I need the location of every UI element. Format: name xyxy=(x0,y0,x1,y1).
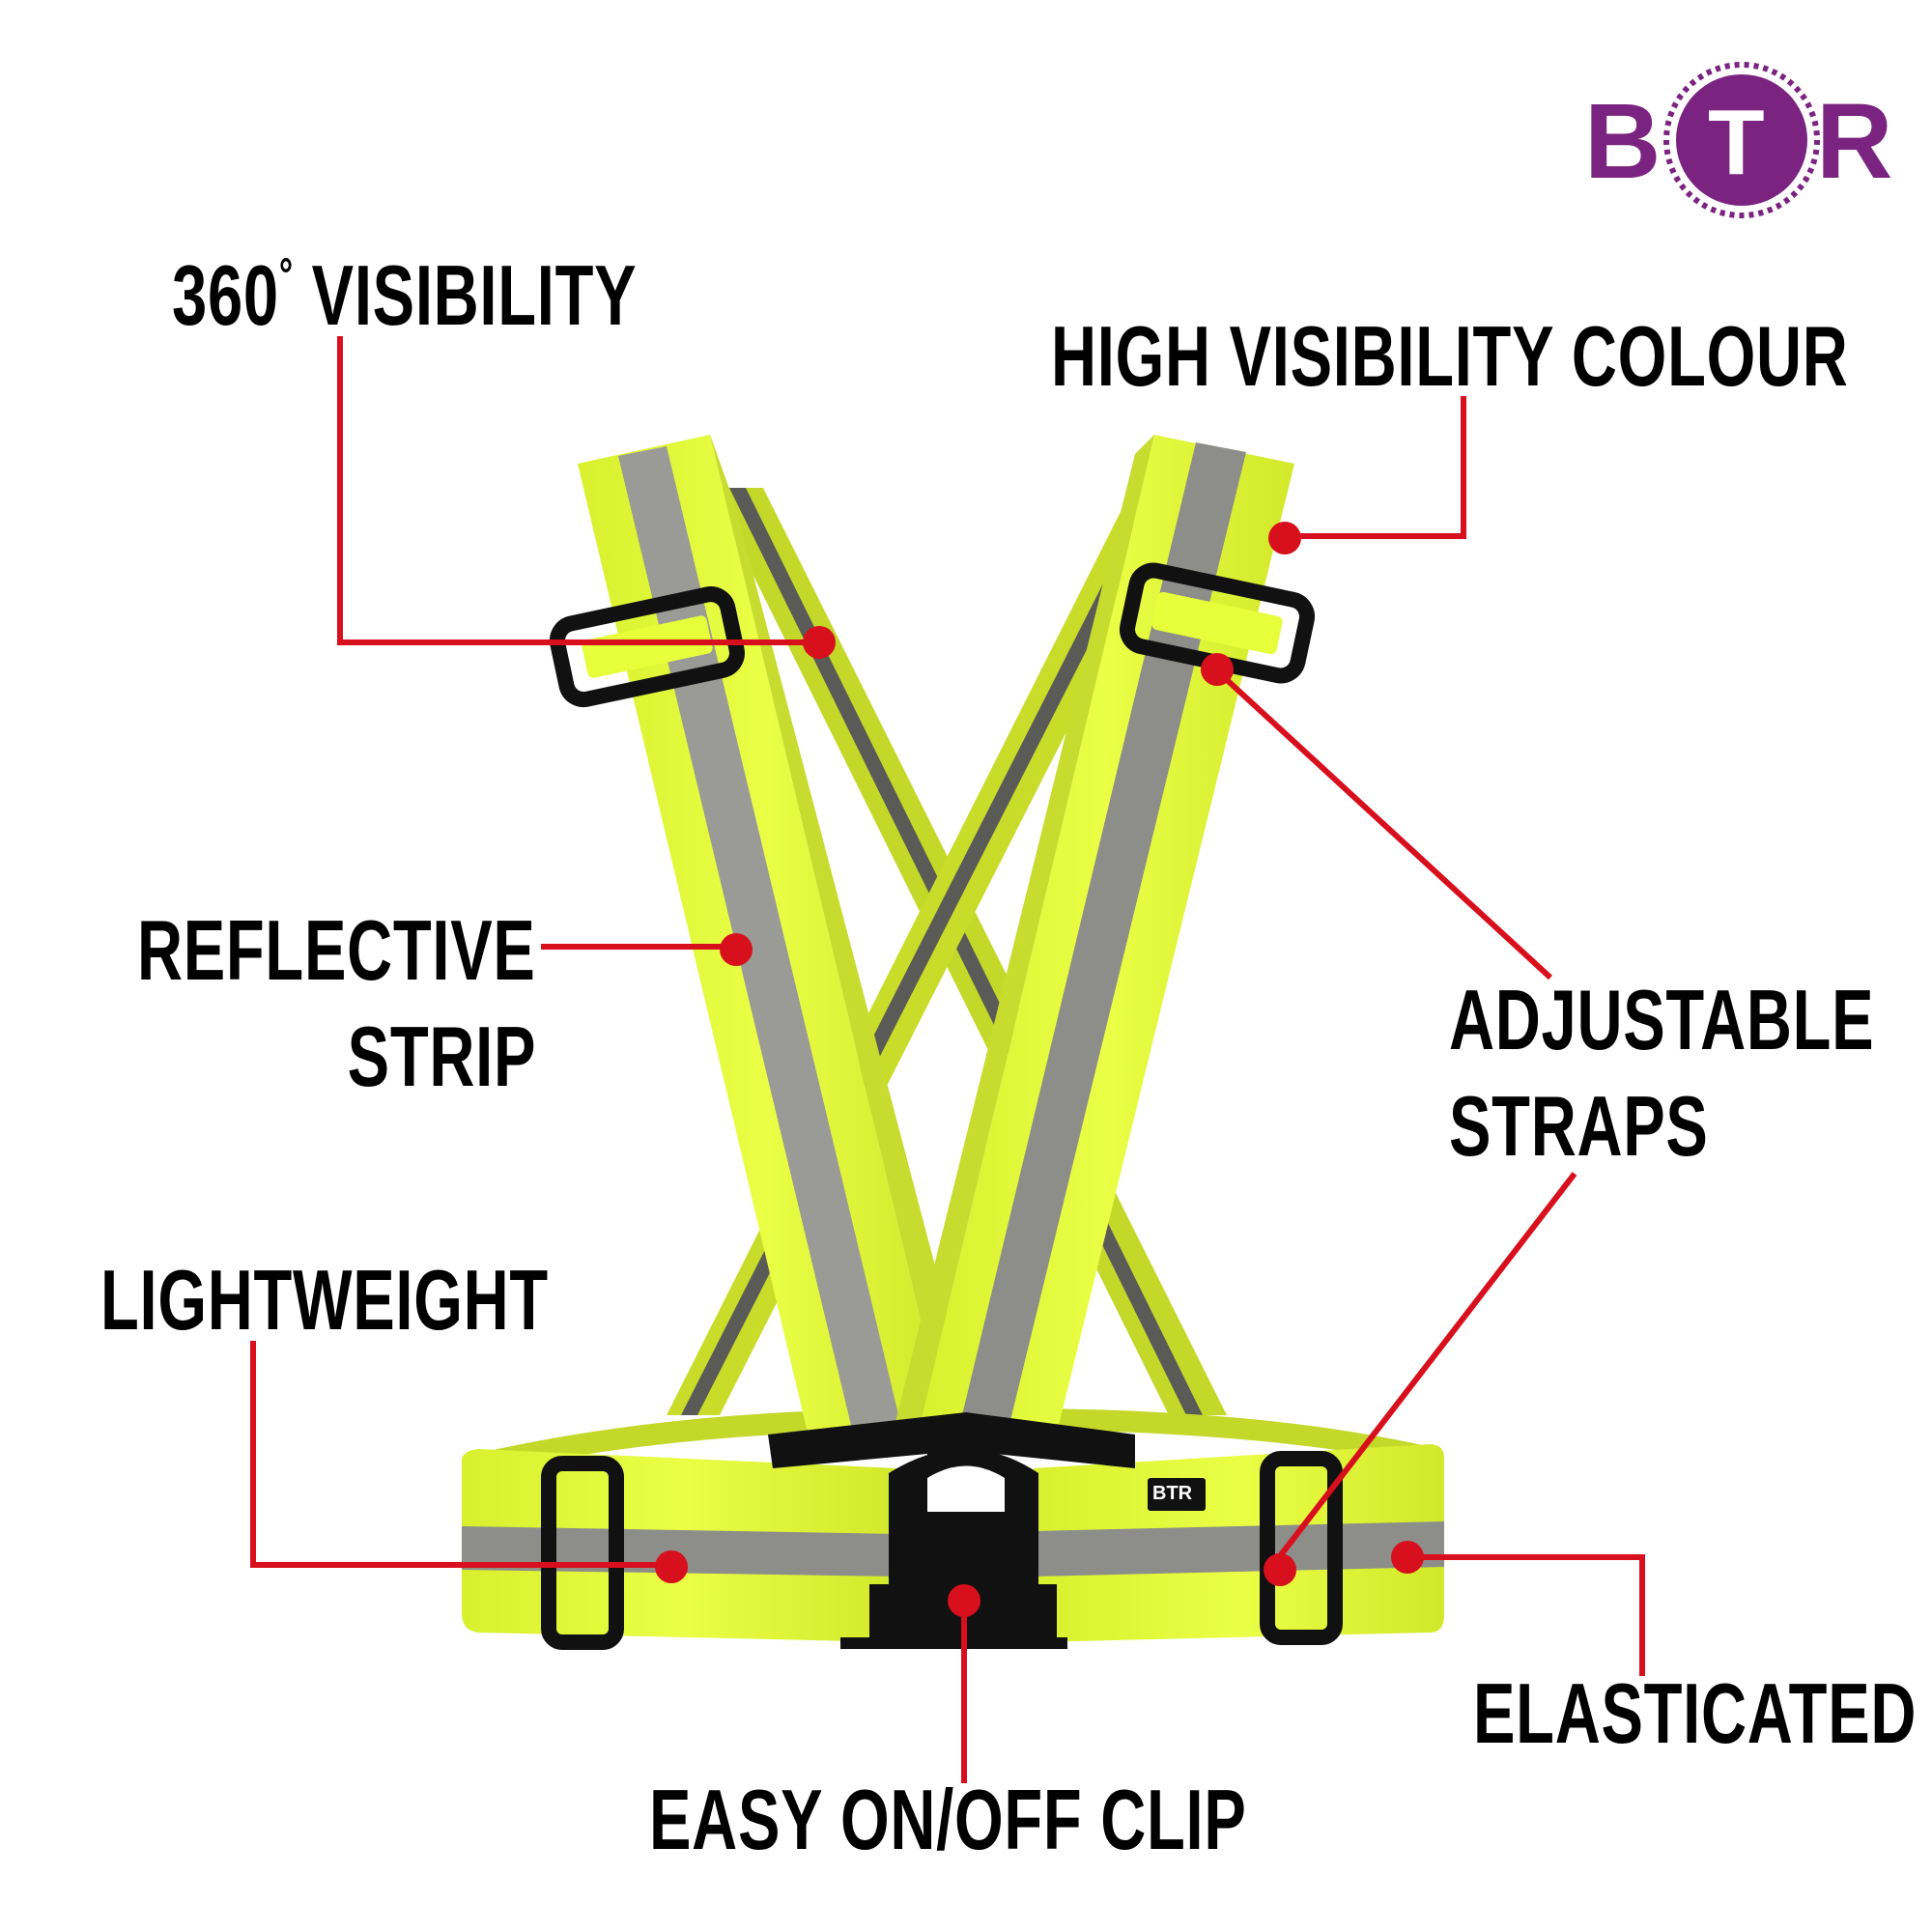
brand-logo-mark xyxy=(1663,62,1820,218)
callout-line-lightweight xyxy=(250,1341,671,1568)
callout-line-elasticated xyxy=(1406,1554,1645,1676)
brand-logo-letter-t: T xyxy=(1708,91,1765,194)
belt-back xyxy=(464,1407,1439,1478)
label-adjustable: ADJUSTABLE xyxy=(1449,972,1875,1067)
buckle-badge-text: BTR xyxy=(1152,1483,1193,1504)
callout-dot-clip xyxy=(948,1584,980,1617)
label-high-visibility-colour: HIGH VISIBILITY COLOUR xyxy=(1051,308,1849,404)
callout-dot-lightweight xyxy=(655,1550,688,1583)
callout-line-360 xyxy=(337,336,816,645)
callout-dot-elasticated xyxy=(1391,1541,1424,1574)
callout-dots xyxy=(655,522,1424,1617)
label-360-visibility: 360° VISIBILITY xyxy=(172,253,637,338)
label-easy-on-off-clip: EASY ON/OFF CLIP xyxy=(649,1772,1247,1867)
callout-lines xyxy=(250,336,1645,1783)
callout-dot-reflective xyxy=(720,933,753,966)
callout-dot-adjustable-bottom xyxy=(1264,1553,1296,1586)
callout-line-adjustable-bottom xyxy=(1270,1172,1577,1567)
belt-badge xyxy=(1148,1478,1206,1511)
label-reflective: REFLECTIVE xyxy=(137,902,536,998)
callout-dot-360 xyxy=(803,626,836,659)
brand-logo-letter-r: R xyxy=(1816,82,1893,201)
callout-dot-adjustable-top xyxy=(1201,653,1234,686)
label-360-rest: VISIBILITY xyxy=(293,247,638,343)
label-lightweight: LIGHTWEIGHT xyxy=(100,1252,549,1348)
left-shoulder-slider xyxy=(549,586,745,708)
callout-line-adjustable-top xyxy=(1209,664,1553,980)
left-belt-slider xyxy=(541,1456,624,1650)
label-straps: STRAPS xyxy=(1449,1078,1709,1174)
label-360-degree: ° xyxy=(278,250,294,301)
label-strip: STRIP xyxy=(347,1009,536,1104)
brand-logo-letter-b: B xyxy=(1584,82,1662,201)
callout-line-high-vis xyxy=(1275,396,1466,539)
right-belt-slider xyxy=(1260,1451,1343,1645)
callout-dot-high-vis xyxy=(1268,522,1301,554)
center-buckle xyxy=(768,1412,1135,1649)
label-360-number: 360 xyxy=(172,247,279,343)
label-elasticated: ELASTICATED xyxy=(1473,1665,1918,1761)
front-strap-right xyxy=(894,435,1294,1449)
